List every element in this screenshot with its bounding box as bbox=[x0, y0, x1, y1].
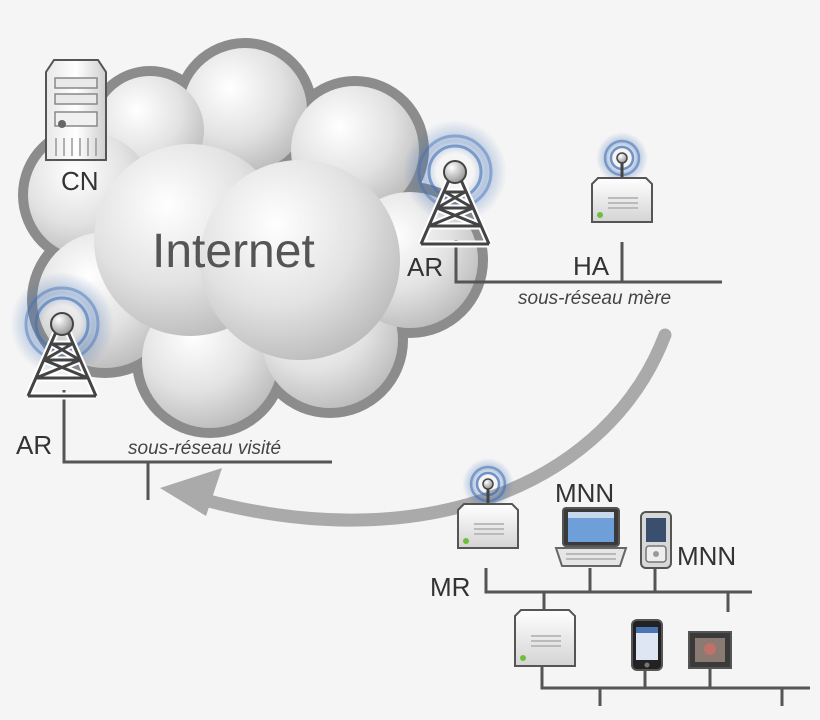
ar-home-label: AR bbox=[407, 252, 444, 282]
home-subnet-link bbox=[454, 240, 722, 284]
nested-router-icon bbox=[514, 609, 576, 667]
mnn-phone-label: MNN bbox=[677, 541, 737, 571]
mobile-router-icon bbox=[456, 456, 520, 550]
ha-label: HA bbox=[573, 251, 610, 281]
mnn-laptop-label: MNN bbox=[555, 478, 615, 508]
home-agent-router-icon bbox=[590, 130, 654, 224]
home-subnet-label: sous-réseau mère bbox=[518, 288, 672, 309]
server-icon bbox=[45, 59, 107, 161]
cn-label: CN bbox=[61, 166, 99, 196]
visited-subnet-link bbox=[62, 390, 332, 500]
ar-visited-label: AR bbox=[16, 430, 53, 460]
mobile-phone-icon bbox=[640, 511, 672, 569]
visited-subnet-label: sous-réseau visité bbox=[128, 438, 282, 459]
cloud-label: Internet bbox=[152, 225, 315, 278]
smartphone-icon bbox=[631, 619, 663, 671]
photo-frame-icon bbox=[688, 631, 732, 669]
mobile-network-links bbox=[484, 568, 810, 706]
laptop-icon bbox=[554, 507, 628, 567]
mr-label: MR bbox=[430, 572, 471, 602]
